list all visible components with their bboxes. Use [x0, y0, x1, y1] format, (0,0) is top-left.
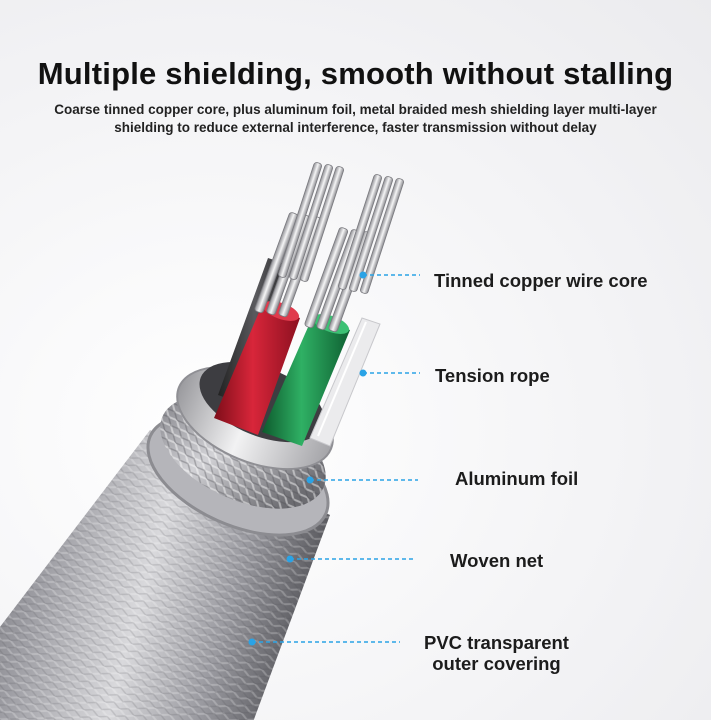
label-pvc-line-2: outer covering — [432, 653, 561, 674]
label-pvc-outer-covering: PVC transparent outer covering — [424, 632, 569, 674]
tinned-copper-strands — [254, 162, 404, 333]
callout-dot-core — [359, 271, 367, 279]
label-pvc-line-1: PVC transparent — [424, 632, 569, 653]
page-subtitle: Coarse tinned copper core, plus aluminum… — [40, 101, 671, 137]
label-tension-rope: Tension rope — [435, 365, 550, 386]
label-aluminum-foil: Aluminum foil — [455, 468, 579, 489]
label-woven-net: Woven net — [450, 550, 544, 571]
subtitle-line-1: Coarse tinned copper core, plus aluminum… — [54, 102, 657, 117]
callout-dot-pvc — [248, 638, 256, 646]
label-tinned-copper-wire-core: Tinned copper wire core — [434, 270, 648, 291]
callout-dot-rope — [359, 369, 367, 377]
subtitle-line-2: shielding to reduce external interferenc… — [114, 120, 597, 135]
callout-lines — [248, 271, 420, 646]
callout-dot-foil — [306, 476, 314, 484]
inner-wires — [214, 258, 381, 447]
callout-dot-net — [286, 555, 294, 563]
page-title: Multiple shielding, smooth without stall… — [37, 56, 674, 91]
